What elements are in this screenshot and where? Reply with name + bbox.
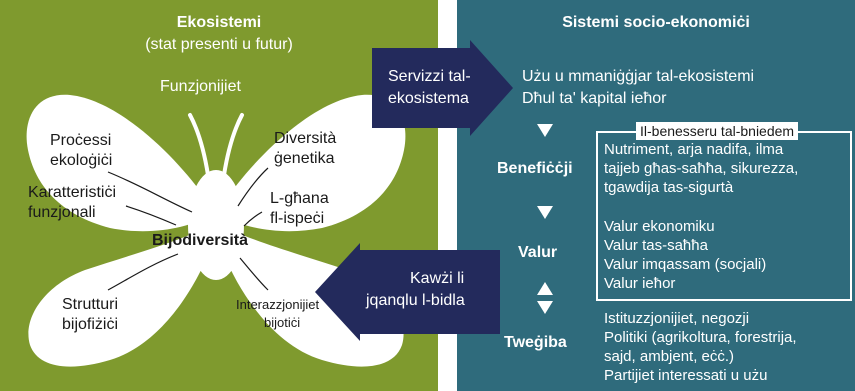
species-richness-line2: fl-ispeċi [270,210,325,227]
value-line4: Valur ieħor [604,275,676,292]
functions-label: Funzjonijiet [160,78,241,95]
biodiversity-label: Bijodiversità [152,232,249,249]
response-line4: Partijiet interessati u użu [604,367,768,384]
value-line2: Valur tas-saħħa [604,237,708,254]
biotic-interactions-line2: bijotiċi [264,315,301,330]
benefits-line1: Nutriment, arja nadifa, ilma [604,141,784,158]
upper-left-wing [26,94,210,232]
connector-lines [107,167,269,291]
biotic-interactions-line1: Interazzjonijiet [236,297,320,312]
socio-economic-title: Sistemi socio-ekonomiċi [562,14,750,31]
functional-traits-line2: funzjonali [28,204,96,221]
value-line3: Valur imqassam (socjali) [604,256,767,273]
species-richness-line1: L-għana [270,190,329,207]
drivers-of-change-arrow [315,243,500,341]
ecosystems-subtitle: (stat presenti u futur) [145,36,293,53]
benefits-line2: tajjeb għas-saħħa, sikurezza, [604,160,799,177]
response-line3: sajd, ambjent, eċċ.) [604,348,735,365]
drivers-arrow-line1: Kawżi li [410,270,465,287]
down-triangle-3 [537,301,553,314]
value-line1: Valur ekonomiku [604,218,715,235]
drivers-arrow-line2: jqanqlu l-bidla [366,292,465,309]
lower-left-wing [28,225,213,367]
ecosystem-services-arrow [372,40,513,136]
ecosystems-title: Ekosistemi [176,14,262,31]
biophysical-structures-line2: bijofiżiċi [62,316,119,333]
value-label: Valur [518,244,558,261]
services-arrow-line2: ekosistema [388,90,469,107]
down-triangle-2 [537,206,553,219]
response-line1: Istituzzjonijiet, negozji [604,310,750,327]
response-line2: Politiki (agrikoltura, forestrija, [604,329,797,346]
genetic-diversity-line1: Diversità [274,130,337,147]
benefits-line3: tgawdija tas-sigurtà [604,179,734,196]
functional-traits-line1: Karatteristiċi [28,184,117,201]
genetic-diversity-line2: ġenetika [274,150,335,167]
up-triangle-3 [537,282,553,295]
upper-right-wing [222,94,406,232]
butterfly [26,94,406,367]
biophysical-structures-line1: Strutturi [62,296,119,313]
human-wellbeing-label: Il-benesseru tal-bniedem [636,122,799,140]
butterfly-body [188,170,244,280]
use-management-line2: Dħul ta' kapital ieħor [522,90,667,107]
ecological-processes-line1: Proċessi [50,132,112,149]
services-arrow-line1: Servizzi tal- [388,68,471,85]
antennae [188,113,244,177]
response-label: Tweġiba [504,334,567,351]
socio-economic-panel [457,0,855,391]
ecological-processes-line2: ekoloġiċi [50,152,113,169]
use-management-line1: Użu u mmaniġġjar tal-ekosistemi [522,68,755,85]
benefits-label: Benefiċċji [497,160,573,177]
down-triangle-1 [537,124,553,137]
